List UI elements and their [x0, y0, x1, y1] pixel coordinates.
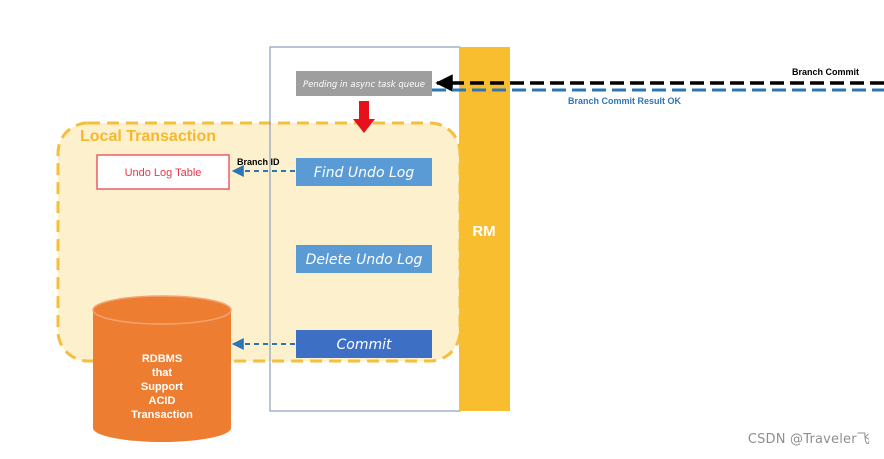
watermark-text: CSDN @Traveler飞: [747, 432, 870, 447]
rm-bar: [459, 47, 510, 411]
rdbms-label-line3: Support: [141, 381, 183, 393]
find-undo-log-label: Find Undo Log: [314, 165, 415, 181]
find-undo-log-box: [296, 158, 432, 186]
commit-box: [296, 330, 432, 358]
local-transaction-title: Local Transaction: [80, 128, 216, 145]
branch-commit-label: Branch Commit: [792, 67, 859, 77]
rdbms-label-line4: ACID: [149, 395, 176, 407]
red-down-arrow: [353, 101, 375, 133]
undo-log-table-box: [96, 154, 230, 190]
async-queue-label: Pending in async task queue: [303, 80, 425, 90]
rdbms-label-line5: Transaction: [131, 409, 193, 421]
rdbms-label-line1: RDBMS: [142, 353, 182, 365]
delete-undo-log-label: Delete Undo Log: [306, 252, 423, 268]
async-queue-box: [296, 71, 432, 96]
rdbms-cylinder: [92, 295, 232, 442]
branch-commit-result-label: Branch Commit Result OK: [568, 96, 682, 106]
undo-log-table-label: Undo Log Table: [125, 167, 202, 179]
commit-label: Commit: [337, 337, 393, 353]
rdbms-label-line2: that: [152, 367, 173, 379]
branch-id-label: Branch ID: [237, 157, 280, 167]
delete-undo-log-box: [296, 245, 432, 273]
rm-label: RM: [472, 223, 495, 240]
